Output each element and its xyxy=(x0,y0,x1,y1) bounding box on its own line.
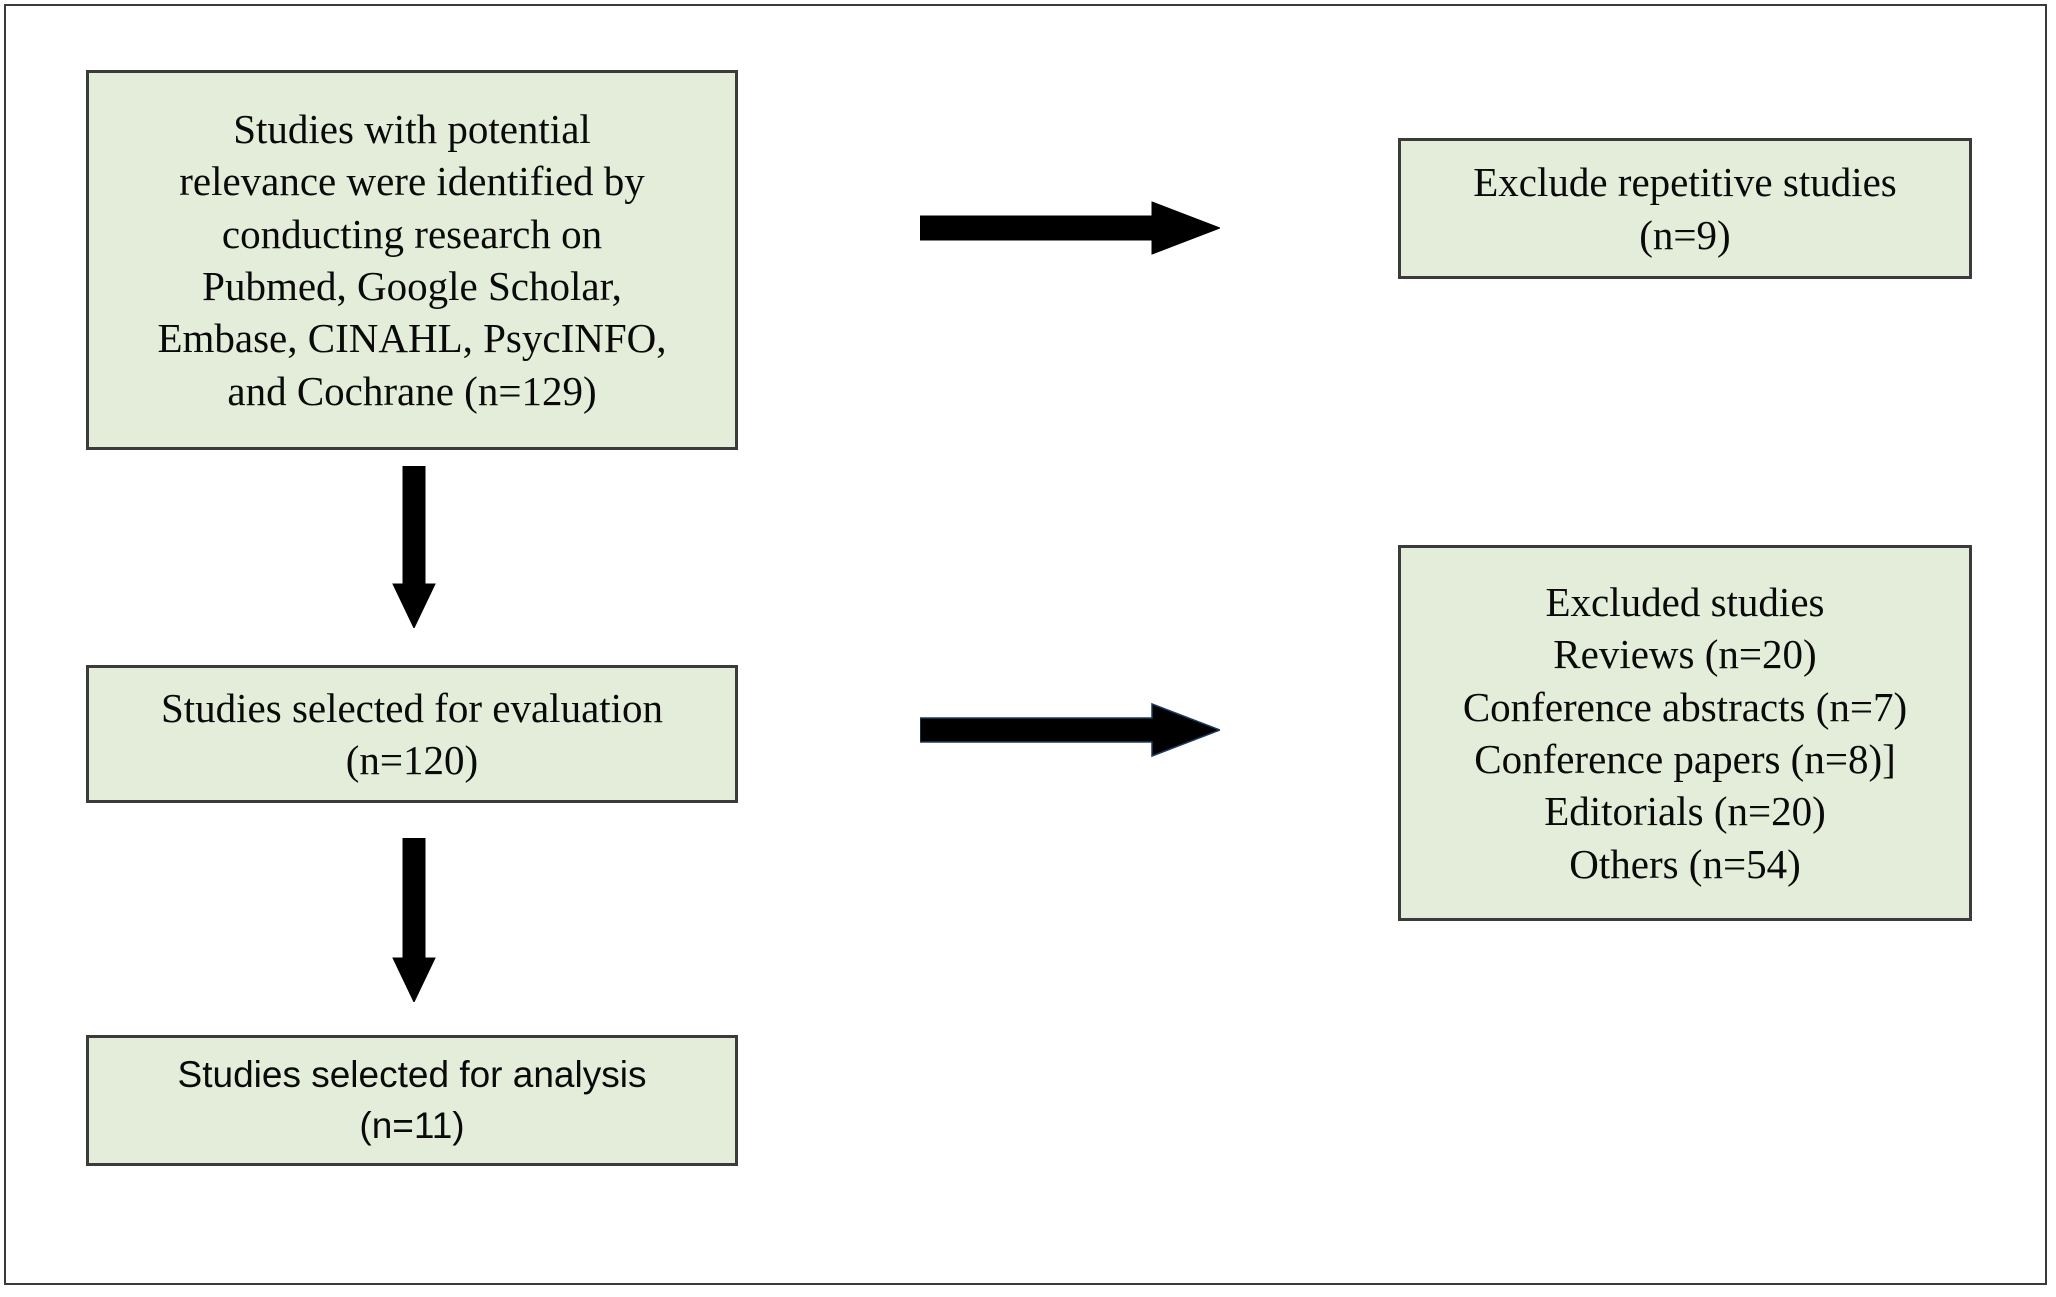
box-line: conducting research on xyxy=(221,210,603,257)
arrow-down-icon xyxy=(392,466,436,628)
box-line: Conference papers (n=8)] xyxy=(1474,736,1896,782)
box-studies-selected-for-analysis: Studies selected for analysis (n=11) xyxy=(86,1035,738,1166)
box-line: relevance were identified by xyxy=(179,158,645,205)
box-exclude-repetitive-studies: Exclude repetitive studies (n=9) xyxy=(1398,138,1972,279)
box-excluded-studies-breakdown: Excluded studies Reviews (n=20) Conferen… xyxy=(1398,545,1972,921)
box-line: Pubmed, Google Scholar, xyxy=(202,263,622,309)
box-line: Others (n=54) xyxy=(1569,840,1801,887)
arrow-right-icon xyxy=(920,200,1220,256)
arrow-right-icon xyxy=(920,702,1220,758)
box-line: Studies selected for analysis xyxy=(177,1054,647,1096)
box-line: Conference abstracts (n=7) xyxy=(1462,683,1908,730)
box-line: Reviews (n=20) xyxy=(1553,631,1817,678)
box-records-identified: Studies with potential relevance were id… xyxy=(86,70,738,450)
box-line: Exclude repetitive studies xyxy=(1473,159,1897,206)
box-line: Excluded studies xyxy=(1545,578,1825,625)
box-line: Studies with potential xyxy=(233,105,591,152)
box-line: (n=9) xyxy=(1639,211,1731,258)
box-line: Studies selected for evaluation xyxy=(160,684,664,731)
box-line: Editorials (n=20) xyxy=(1544,788,1826,835)
box-line: (n=120) xyxy=(345,737,479,783)
box-line: and Cochrane (n=129) xyxy=(227,367,597,414)
box-line: (n=11) xyxy=(359,1104,465,1146)
box-line: Embase, CINAHL, PsycINFO, xyxy=(157,315,667,362)
box-studies-selected-for-evaluation: Studies selected for evaluation (n=120) xyxy=(86,665,738,803)
arrow-down-icon xyxy=(392,838,436,1002)
